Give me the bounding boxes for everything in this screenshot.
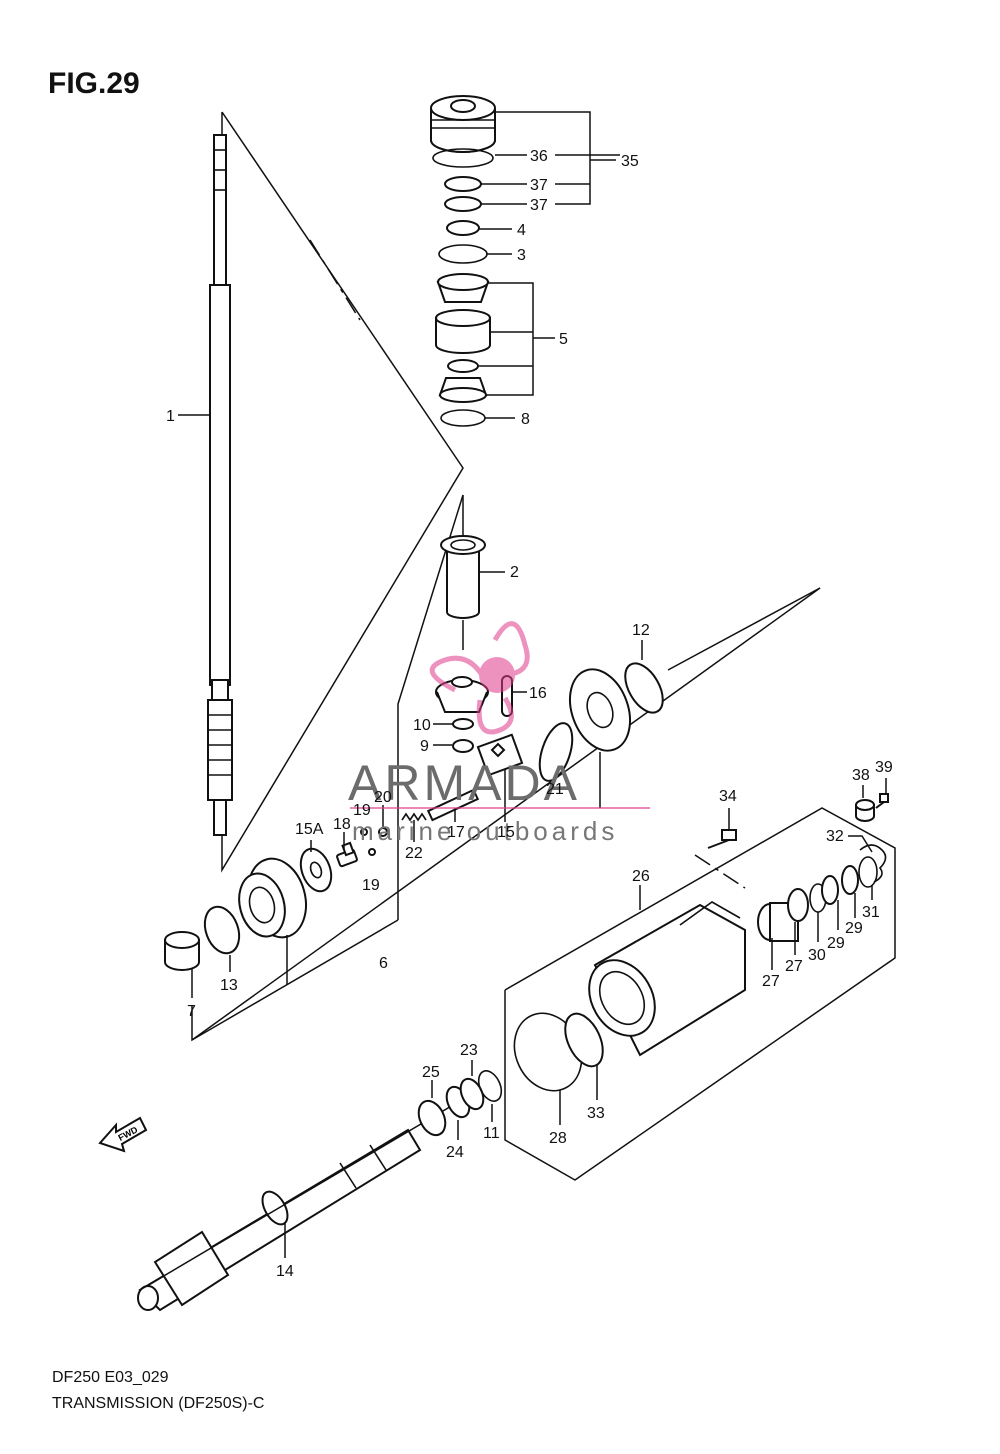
- callout-15: 15: [497, 824, 515, 841]
- callout-1: 1: [166, 408, 175, 425]
- figure-title: FIG.29: [48, 67, 140, 100]
- callout-34: 34: [719, 788, 737, 805]
- figure-code: DF250 E03_029: [52, 1369, 169, 1386]
- washer-4: [446, 220, 480, 236]
- propeller-shaft-14: [137, 1128, 422, 1312]
- watermark-brand: ARMADA: [348, 755, 580, 811]
- spring-22: [401, 812, 427, 822]
- callout-15a: 15A: [295, 821, 324, 838]
- circlip-8: [440, 409, 486, 427]
- seal-29b: [841, 865, 859, 895]
- bracket-5: [486, 282, 534, 396]
- callout-5: 5: [559, 331, 568, 348]
- bearing-5: [435, 273, 491, 403]
- callout-2: 2: [510, 564, 519, 581]
- callout-12: 12: [632, 622, 650, 639]
- callout-33: 33: [587, 1105, 605, 1122]
- callout-37b: 37: [530, 197, 548, 214]
- callout-14: 14: [276, 1263, 294, 1280]
- washer-10: [452, 718, 474, 730]
- callout-20: 20: [374, 789, 392, 806]
- callout-37a: 37: [530, 177, 548, 194]
- bolt-34: [707, 829, 737, 849]
- washer-15a: [299, 847, 333, 893]
- callout-9: 9: [420, 738, 429, 755]
- callout-10: 10: [413, 717, 431, 734]
- seal-37-b: [444, 196, 482, 212]
- reverse-gear-6: [238, 857, 307, 939]
- propeller-shaft-housing-26: [588, 901, 746, 1057]
- callout-4: 4: [517, 222, 526, 239]
- callout-19a: 19: [353, 802, 371, 819]
- armada-logo: [429, 621, 530, 735]
- clutch-dog-15: [476, 733, 524, 777]
- callout-13: 13: [220, 977, 238, 994]
- bracket-35: [495, 111, 591, 205]
- bearing-housing-35: [430, 95, 496, 153]
- propeller-blade-icon: [492, 621, 530, 678]
- callout-8: 8: [521, 411, 530, 428]
- needle-bearing-27: [757, 888, 809, 942]
- callout-35: 35: [621, 153, 639, 170]
- callout-31: 31: [862, 904, 880, 921]
- callout-7: 7: [187, 1003, 196, 1020]
- callout-11: 11: [483, 1125, 500, 1142]
- callout-17: 17: [447, 824, 465, 841]
- callout-30: 30: [808, 947, 826, 964]
- dash-line-upper: [309, 239, 361, 321]
- callout-19b: 19: [362, 877, 380, 894]
- clip-32: [859, 844, 887, 883]
- callout-22: 22: [405, 845, 423, 862]
- bolt-39: [875, 793, 889, 809]
- figure-caption: TRANSMISSION (DF250S)-C: [52, 1395, 264, 1412]
- watermark-tagline: marine outboards: [352, 816, 618, 846]
- ball-19b: [368, 848, 376, 856]
- callout-16: 16: [529, 685, 547, 702]
- o-ring-36: [432, 148, 494, 168]
- callout-25: 25: [422, 1064, 440, 1081]
- callout-21: 21: [546, 781, 564, 798]
- callout-26: 26: [632, 868, 650, 885]
- callout-6: 6: [379, 955, 388, 972]
- washer-25: [417, 1099, 447, 1137]
- drive-shaft: [207, 134, 233, 836]
- needle-bearing-7: [164, 931, 200, 971]
- plug-18: [336, 841, 358, 868]
- callout-3: 3: [517, 247, 526, 264]
- sleeve-2: [440, 535, 486, 619]
- ball-19a: [360, 828, 368, 836]
- callout-27b: 27: [785, 958, 803, 975]
- callout-18: 18: [333, 816, 351, 833]
- nut-9: [452, 739, 474, 753]
- callout-36: 36: [530, 148, 548, 165]
- shim-3: [438, 244, 488, 264]
- ring-21: [538, 722, 574, 782]
- callout-27a: 27: [762, 973, 780, 990]
- diagonal-fwd-line: [191, 587, 821, 1041]
- callout-32: 32: [826, 828, 844, 845]
- shim-13: [203, 905, 241, 955]
- callout-29b: 29: [827, 935, 845, 952]
- housing-group-box: [504, 807, 896, 1181]
- seal-37-a: [444, 176, 482, 192]
- callout-28: 28: [549, 1130, 567, 1147]
- shim-12: [624, 662, 664, 714]
- forward-gear: [569, 668, 631, 808]
- callout-23: 23: [460, 1042, 478, 1059]
- bearing-33: [564, 1012, 604, 1068]
- circlip-11: [477, 1070, 503, 1102]
- forward-arrow-icon: FWD: [98, 1116, 148, 1153]
- circlip-31: [858, 856, 878, 888]
- callout-39: 39: [875, 759, 893, 776]
- callout-29a: 29: [845, 920, 863, 937]
- callout-38: 38: [852, 767, 870, 784]
- callout-labels: 1 2 3 4 5 6 7 8 9 10 11 12 13 14 15 15A …: [166, 148, 893, 1280]
- seal-29a: [821, 875, 839, 905]
- callout-24: 24: [446, 1144, 464, 1161]
- group-outline-lower: [397, 494, 464, 920]
